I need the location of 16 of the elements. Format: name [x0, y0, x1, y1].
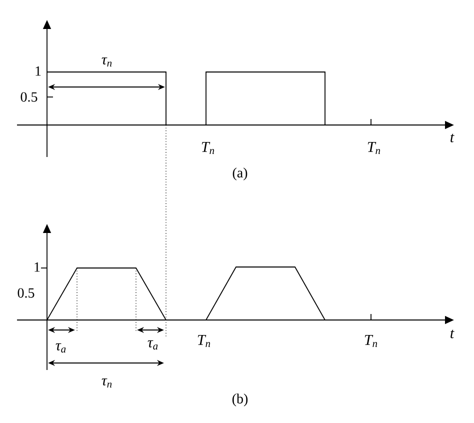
tick-label: 0.5	[20, 92, 38, 102]
axis-label: T$_{n}$	[198, 335, 210, 347]
panel-label: (b)	[232, 394, 248, 406]
panel-label: (a)	[232, 168, 248, 180]
axis-label: t	[450, 134, 454, 142]
axis-label: τ$_{a}$	[56, 343, 66, 353]
axis-label: T$_{n}$	[202, 142, 214, 154]
axis-label: τ$_{n}$	[102, 378, 112, 388]
axis-label: T$_{n}$	[368, 142, 380, 154]
axis-label: t	[450, 330, 454, 338]
tick-label: 0.5	[18, 288, 34, 298]
axis-label: τ$_{n}$	[102, 57, 112, 67]
axis-label: T$_{n}$	[364, 335, 378, 347]
tick-label: 1	[36, 66, 41, 76]
tick-label: 1	[34, 262, 40, 272]
axis-label: τ$_{a}$	[148, 340, 158, 350]
